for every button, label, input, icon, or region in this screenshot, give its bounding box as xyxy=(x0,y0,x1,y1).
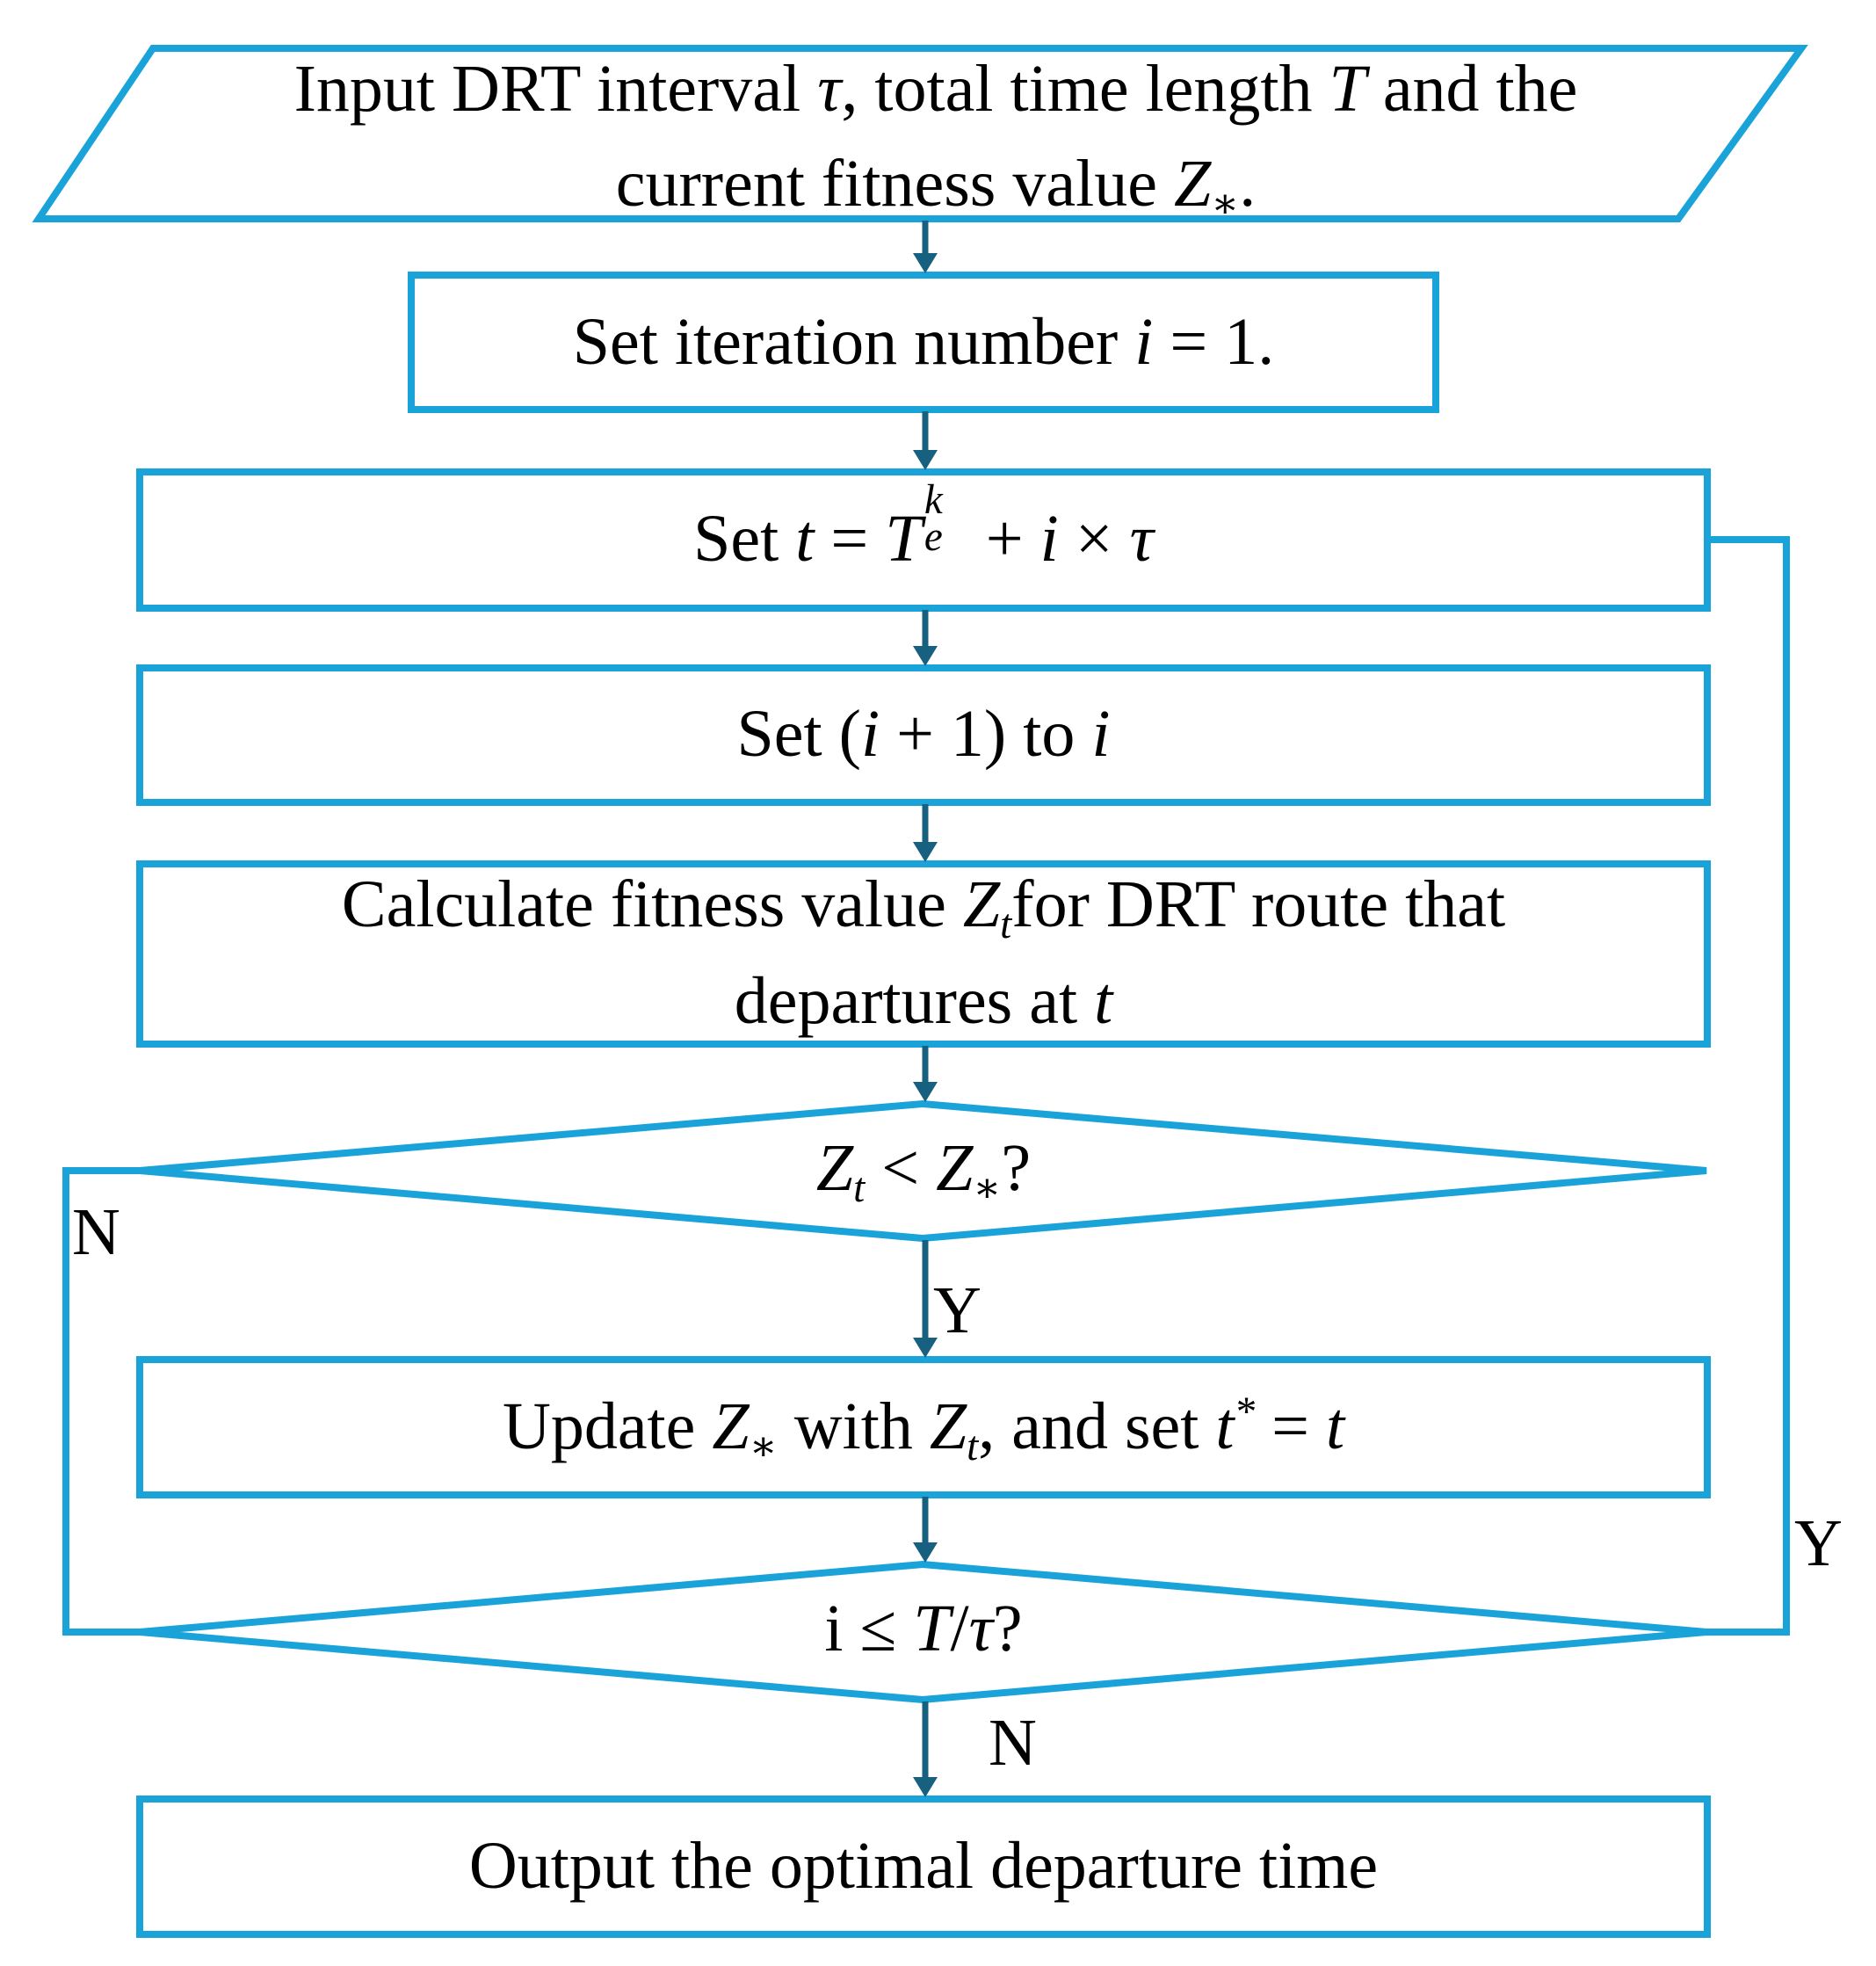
loop-yes-label: Y xyxy=(1794,1506,1843,1580)
star-subscript: ∗ xyxy=(973,1165,1002,1212)
t-symbol: t xyxy=(1094,964,1113,1039)
update-text-part: = xyxy=(1255,1389,1326,1463)
t-symbol: t xyxy=(795,502,815,576)
calculate-box xyxy=(136,860,1711,1048)
star-subscript: ∗ xyxy=(749,1424,778,1470)
input-text: Input DRT interval τ, total time length … xyxy=(105,42,1766,234)
T-symbol: T xyxy=(1329,52,1366,126)
T-symbol: T xyxy=(913,1592,951,1665)
input-text-part: . xyxy=(1239,146,1257,221)
T-symbol: T xyxy=(885,502,923,576)
update-text-part: Update xyxy=(502,1389,713,1463)
update-text-part: , and set xyxy=(978,1389,1216,1463)
arrowhead xyxy=(913,1338,938,1358)
Z-symbol: Z xyxy=(962,867,1001,941)
increment-text: Set (i + 1) to i xyxy=(140,687,1707,782)
Z-symbol: Z xyxy=(712,1389,750,1463)
slash: / xyxy=(950,1592,969,1665)
arrowhead xyxy=(913,450,938,470)
i-symbol: i xyxy=(1134,305,1154,379)
update-text: Update Z∗ with Zt, and set t* = t xyxy=(140,1380,1707,1476)
set-t-text-part: Set xyxy=(693,502,796,576)
Z-symbol: Z xyxy=(936,1131,974,1205)
init-text-part: = 1. xyxy=(1153,305,1275,379)
tau-symbol: τ xyxy=(968,1592,993,1665)
e-subscript: e xyxy=(924,514,943,561)
output-text: Output the optimal departure time xyxy=(468,1829,1379,1903)
t-symbol: t xyxy=(1325,1389,1345,1463)
k-superscript: k xyxy=(924,477,943,524)
compare-yes-label: Y xyxy=(933,1273,981,1347)
input-text-part: Input DRT interval xyxy=(293,52,818,126)
star-superscript: * xyxy=(1234,1389,1256,1436)
star-subscript: ∗ xyxy=(1211,181,1240,228)
i-symbol: i xyxy=(1091,697,1111,771)
calculate-text-part: departures at xyxy=(734,964,1095,1039)
question-mark: ? xyxy=(992,1592,1023,1665)
compare-text: Zt < Z∗? xyxy=(140,1121,1707,1218)
calculate-text: Calculate fitness value Ztfor DRT route … xyxy=(140,858,1707,1049)
arrowhead xyxy=(913,1777,938,1797)
calculate-text-part: for DRT route that xyxy=(1011,867,1506,941)
input-text-part: , total time length xyxy=(841,52,1329,126)
input-parallelogram xyxy=(32,45,1808,222)
t-symbol: t xyxy=(1215,1389,1235,1463)
t-subscript: t xyxy=(853,1165,866,1212)
loop-no-label: N xyxy=(989,1706,1037,1780)
loop-check-text-part: i ≤ xyxy=(824,1592,914,1665)
input-text-part: current fitness value xyxy=(615,146,1174,221)
update-box xyxy=(136,1356,1711,1498)
output-box xyxy=(136,1796,1711,1938)
compare-diamond xyxy=(139,1099,1707,1243)
t-subscript: t xyxy=(1000,902,1012,948)
i-symbol: i xyxy=(1039,502,1059,576)
question-mark: ? xyxy=(1001,1131,1032,1205)
arrowhead xyxy=(913,1542,938,1563)
compare-no-label: N xyxy=(72,1195,120,1269)
set-t-text-part: × xyxy=(1058,502,1130,576)
Z-symbol: Z xyxy=(929,1389,967,1463)
init-box xyxy=(408,272,1439,413)
set-t-text-part: + xyxy=(968,502,1040,576)
increment-box xyxy=(136,664,1711,806)
set-t-box xyxy=(136,468,1711,612)
tau-symbol: τ xyxy=(817,52,842,126)
arrowhead xyxy=(913,842,938,862)
input-text-part: and the xyxy=(1365,52,1578,126)
Z-symbol: Z xyxy=(1173,146,1212,221)
loop-yes-branch xyxy=(1706,536,1790,1636)
init-text-part: Set iteration number xyxy=(572,305,1135,379)
loop-check-diamond xyxy=(139,1560,1707,1704)
increment-text-part: + 1) to xyxy=(880,697,1092,771)
calculate-text-part: Calculate fitness value xyxy=(341,867,963,941)
arrowhead xyxy=(913,1082,938,1102)
init-text: Set iteration number i = 1. xyxy=(411,295,1436,390)
tau-symbol: τ xyxy=(1129,502,1154,576)
update-text-part: with xyxy=(777,1389,930,1463)
arrowhead xyxy=(913,253,938,273)
loop-check-text: i ≤ T/τ? xyxy=(140,1582,1707,1677)
less-than-operator: < xyxy=(865,1131,937,1205)
Z-symbol: Z xyxy=(815,1131,854,1205)
increment-text-part: Set ( xyxy=(736,697,861,771)
set-t-text-part: = xyxy=(814,502,886,576)
arrowhead xyxy=(913,646,938,666)
t-subscript: t xyxy=(967,1424,979,1470)
i-symbol: i xyxy=(860,697,880,771)
compare-no-branch xyxy=(62,1167,140,1636)
